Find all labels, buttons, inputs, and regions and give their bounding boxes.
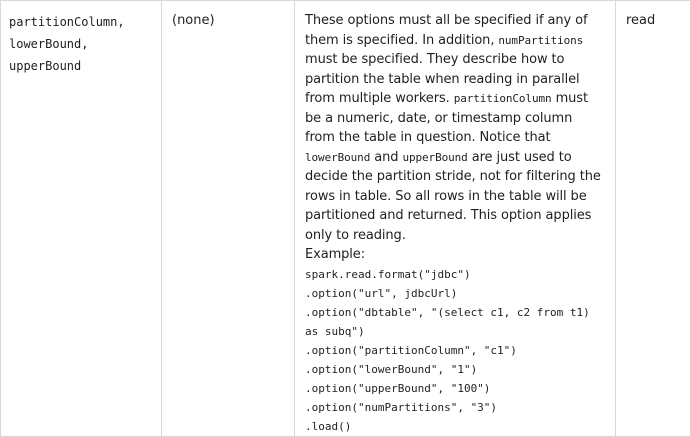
description-text: These options must all be specified if a… (305, 11, 605, 245)
option-name-cell: partitionColumn, lowerBound, upperBound (1, 1, 162, 437)
code-line: .option("lowerBound", "1") (305, 360, 605, 379)
description-cell: These options must all be specified if a… (295, 1, 616, 437)
code-line: .option("upperBound", "100") (305, 379, 605, 398)
code-line: .option("url", jdbcUrl) (305, 284, 605, 303)
code-upperbound: upperBound (402, 151, 467, 164)
scope-value: read (626, 11, 686, 31)
code-line: spark.read.format("jdbc") (305, 265, 605, 284)
default-value: (none) (172, 11, 286, 31)
code-line: .option("partitionColumn", "c1") (305, 341, 605, 360)
scope-cell: read (616, 1, 690, 437)
code-line: .option("dbtable", "(select c1, c2 from … (305, 303, 605, 341)
default-cell: (none) (162, 1, 295, 437)
option-name: partitionColumn, lowerBound, upperBound (9, 11, 153, 77)
code-example: spark.read.format("jdbc") .option("url",… (305, 265, 605, 436)
code-numpartitions: numPartitions (498, 34, 583, 47)
code-lowerbound: lowerBound (305, 151, 370, 164)
example-label: Example: (305, 245, 605, 265)
code-line: .load() (305, 417, 605, 436)
code-partitioncolumn: partitionColumn (454, 92, 552, 105)
description-seg4: and (370, 150, 402, 165)
code-line: .option("numPartitions", "3") (305, 398, 605, 417)
